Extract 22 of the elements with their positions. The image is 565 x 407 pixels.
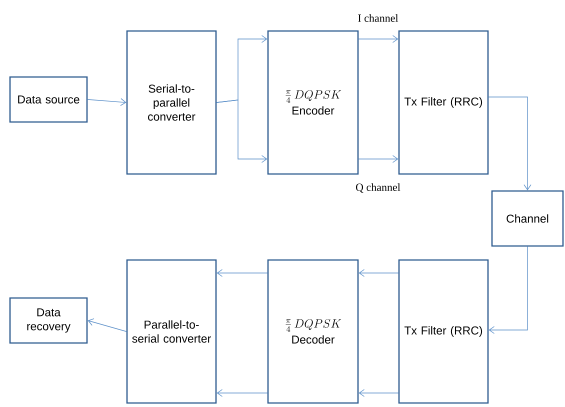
arrow bbox=[488, 246, 528, 334]
edge-label: I channel bbox=[356, 13, 400, 23]
process-box: $\frac{\pi}{4}\,DQPSK$ Decoder bbox=[267, 259, 359, 404]
process-box: Tx Filter (RRC) bbox=[398, 259, 489, 404]
arrow bbox=[216, 389, 268, 397]
arrow bbox=[88, 318, 127, 332]
process-box: Tx Filter (RRC) bbox=[398, 30, 489, 175]
arrow bbox=[488, 96, 532, 190]
arrow bbox=[358, 389, 399, 397]
arrow bbox=[358, 155, 398, 163]
process-box: Data source bbox=[9, 76, 88, 123]
arrow bbox=[216, 269, 268, 277]
arrow bbox=[216, 100, 268, 163]
arrow bbox=[358, 269, 399, 277]
process-box: Parallel-to-serial converter bbox=[126, 259, 217, 404]
process-box: Channel bbox=[491, 190, 564, 247]
process-box: Data recovery bbox=[9, 297, 88, 344]
arrow bbox=[358, 35, 398, 43]
process-box: Serial-to-parallel converter bbox=[126, 30, 217, 175]
process-box: $\frac{\pi}{4}\,DQPSK$ Encoder bbox=[267, 30, 359, 175]
arrow bbox=[87, 98, 126, 106]
edge-label: Q channel bbox=[354, 182, 402, 194]
